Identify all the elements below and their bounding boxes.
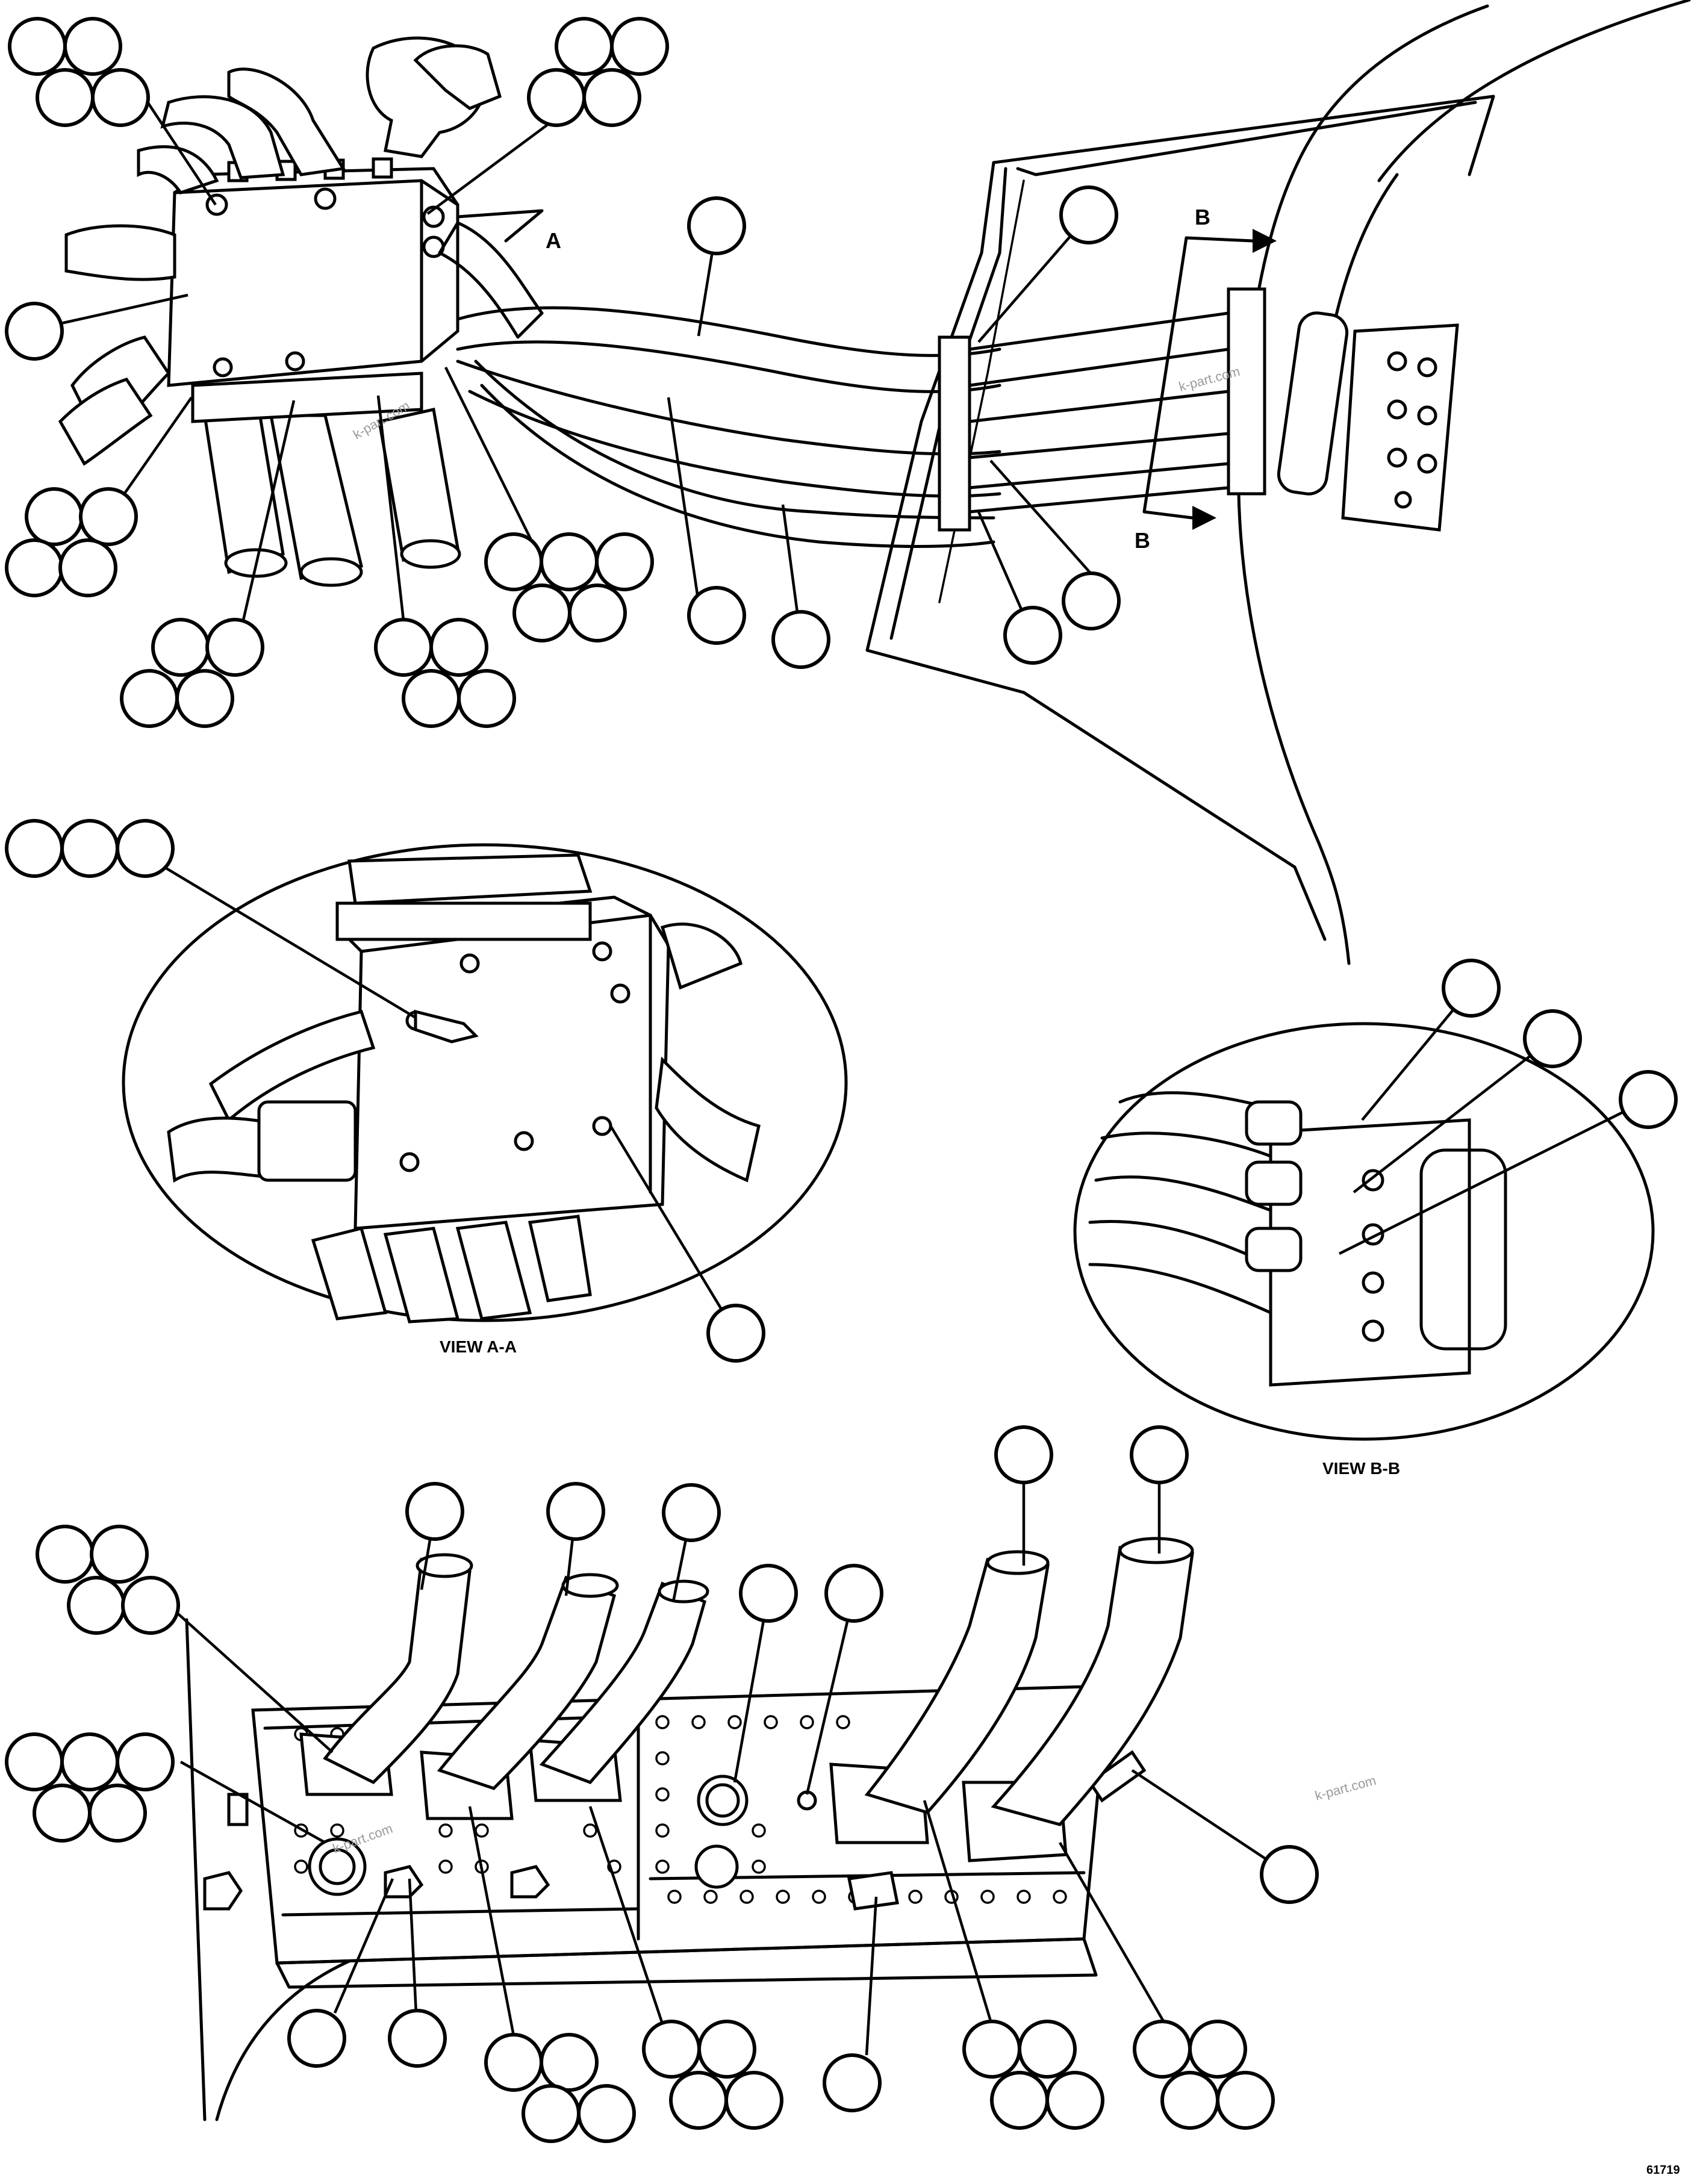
callout-balloon xyxy=(5,538,64,597)
callout-balloon xyxy=(1442,959,1501,1018)
callout-balloon xyxy=(8,17,67,76)
callout-balloon xyxy=(63,17,122,76)
callout-balloon xyxy=(5,1732,64,1791)
callout-balloon xyxy=(610,17,669,76)
callout-balloon xyxy=(522,2084,581,2143)
callout-balloon xyxy=(1059,185,1118,244)
callout-balloon xyxy=(724,2071,783,2130)
callout-balloon xyxy=(287,2009,346,2068)
callout-balloon xyxy=(88,1784,147,1843)
callout-balloons xyxy=(5,17,1678,2143)
callout-balloon xyxy=(1045,2071,1104,2130)
callout-balloon xyxy=(388,2009,447,2068)
callout-balloon xyxy=(116,1732,175,1791)
callout-balloon xyxy=(994,1425,1053,1484)
callout-balloon xyxy=(36,68,95,127)
callout-balloon xyxy=(540,2033,599,2092)
callout-balloon xyxy=(1260,1845,1319,1904)
callout-balloon xyxy=(116,819,175,878)
callout-balloon xyxy=(540,532,599,591)
callout-balloon xyxy=(582,68,641,127)
callout-balloon xyxy=(1062,571,1121,630)
callout-balloon xyxy=(457,669,516,728)
view-b-b: VIEW B-B xyxy=(1073,1022,1655,1478)
callout-balloon xyxy=(771,610,830,669)
callout-balloon xyxy=(739,1564,798,1623)
callout-balloon xyxy=(5,302,64,361)
callout-balloon xyxy=(642,2020,701,2079)
callout-balloon xyxy=(1018,2020,1077,2079)
section-b-bottom-label: B xyxy=(1135,528,1150,553)
callout-balloon xyxy=(669,2071,728,2130)
callout-balloon xyxy=(91,68,150,127)
callout-balloon xyxy=(1160,2071,1219,2130)
callout-balloon xyxy=(79,487,138,546)
callout-balloon xyxy=(687,586,746,645)
main-assembly-view: A B B k-part.com k-part.com xyxy=(58,0,1691,965)
callout-balloon xyxy=(1619,1070,1678,1129)
callout-balloon xyxy=(33,1784,92,1843)
callout-balloon xyxy=(512,583,571,642)
callout-balloon xyxy=(662,1483,721,1542)
section-a-label: A xyxy=(546,228,561,253)
drawing-number: 61719 xyxy=(1646,2164,1680,2177)
callout-balloon xyxy=(1216,2071,1275,2130)
callout-balloon xyxy=(405,1482,464,1541)
callout-balloon xyxy=(374,618,433,677)
section-b-top-label: B xyxy=(1195,205,1210,229)
callout-balloon xyxy=(484,532,543,591)
callout-balloon xyxy=(205,618,264,677)
callout-balloon xyxy=(577,2084,636,2143)
callout-balloon xyxy=(67,1576,126,1635)
callout-balloon xyxy=(60,1732,119,1791)
callout-balloon xyxy=(175,669,234,728)
callout-balloon xyxy=(546,1482,605,1541)
callout-balloon xyxy=(120,669,179,728)
callout-balloon xyxy=(90,1525,149,1584)
callout-balloon xyxy=(5,819,64,878)
callout-balloon xyxy=(151,618,210,677)
callout-balloon xyxy=(823,2053,882,2112)
callout-balloon xyxy=(555,17,614,76)
callout-balloon xyxy=(595,532,654,591)
callout-balloon xyxy=(60,819,119,878)
callout-balloon xyxy=(1188,2020,1247,2079)
callout-balloon xyxy=(121,1576,180,1635)
watermark-bottom-right: k-part.com xyxy=(1313,1773,1378,1803)
callout-balloon xyxy=(527,68,586,127)
callout-balloon xyxy=(706,1304,765,1363)
callout-balloon xyxy=(429,618,488,677)
callout-balloon xyxy=(687,196,746,255)
callout-balloon xyxy=(824,1564,883,1623)
callout-balloon xyxy=(1003,606,1062,665)
callout-balloon xyxy=(1130,1425,1189,1484)
callout-balloon xyxy=(962,2020,1021,2079)
callout-balloon xyxy=(36,1525,95,1584)
view-a-caption: VIEW A-A xyxy=(440,1337,517,1356)
callout-balloon xyxy=(990,2071,1049,2130)
bottom-detail-view: k-part.com k-part.com xyxy=(185,1537,1378,2121)
callout-balloon xyxy=(58,538,117,597)
view-a-a: VIEW A-A xyxy=(122,843,848,1356)
callout-balloon xyxy=(697,2020,756,2079)
callout-balloon xyxy=(568,583,627,642)
callout-balloon xyxy=(1133,2020,1192,2079)
view-b-caption: VIEW B-B xyxy=(1322,1459,1400,1478)
manifold-block xyxy=(167,157,459,387)
callout-balloon xyxy=(402,669,461,728)
callout-balloon xyxy=(25,487,84,546)
callout-balloon xyxy=(1523,1009,1582,1068)
callout-balloon xyxy=(484,2033,543,2092)
